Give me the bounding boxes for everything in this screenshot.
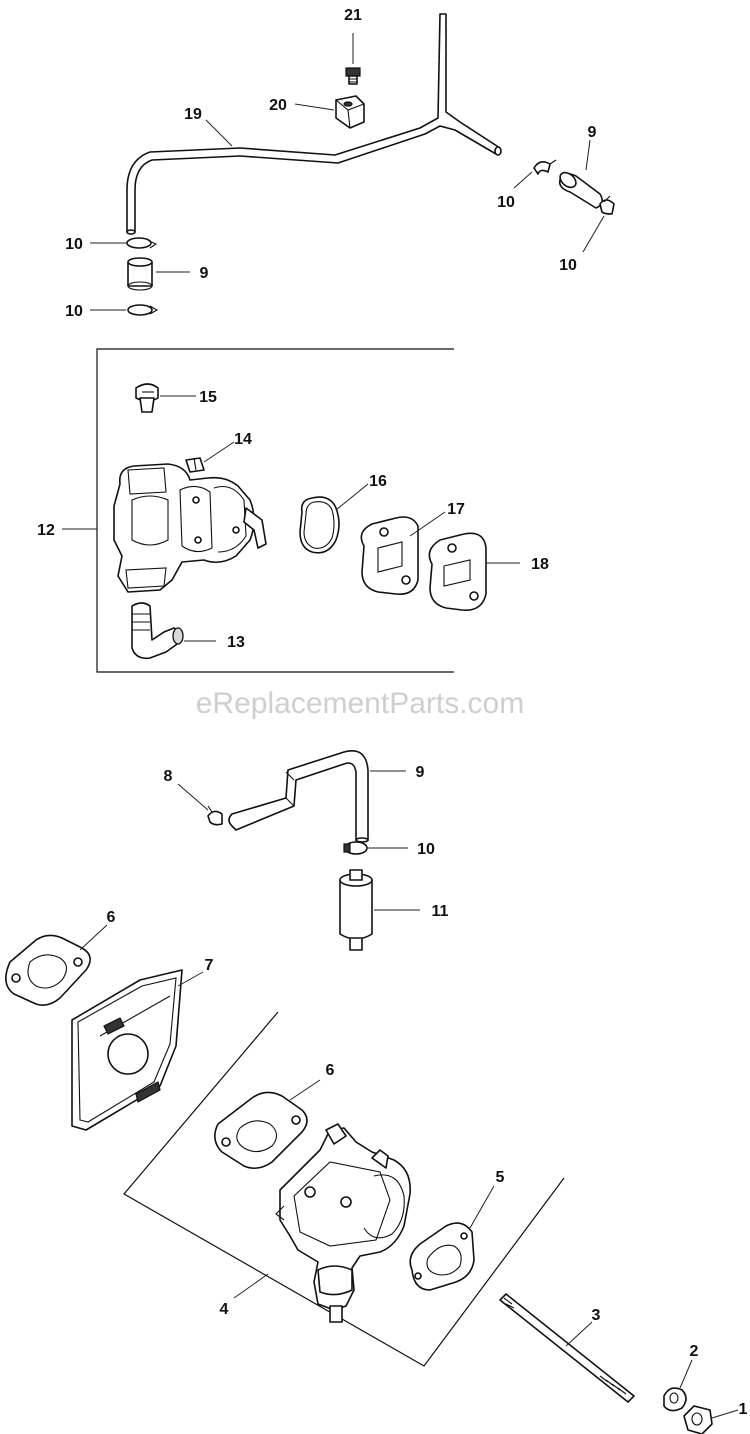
callout-1: 1 [739,1401,748,1418]
hose-9-left [127,257,153,291]
carburetor-body [275,1123,411,1323]
callout-8: 8 [164,768,173,785]
fuel-hose-9 [228,750,369,843]
callout-3: 3 [592,1307,601,1324]
gasket-6-right [214,1091,308,1170]
callout-11: 11 [432,903,449,920]
hose-clamp-left-bottom [127,304,159,316]
kit-frame-12 [96,348,454,673]
fuel-pump-body [113,463,267,593]
gasket-5 [409,1222,475,1291]
clamp-10-filter [343,841,368,855]
callout-14: 14 [234,431,252,448]
gasket-16 [299,496,340,554]
callout-9-middle: 9 [416,764,425,781]
nut-1 [683,1405,713,1434]
leader-lines [62,33,739,1419]
gasket-6-left [5,934,91,1006]
callout-18: 18 [531,556,549,573]
fuel-line-19 [126,13,502,235]
callout-15: 15 [199,389,217,406]
clamp-20 [335,95,365,129]
fitting-15 [135,383,159,413]
fuel-filter-11 [339,869,373,951]
callout-10-top-right-b: 10 [559,257,577,274]
screw-21 [345,67,361,85]
callout-19: 19 [184,106,202,123]
callout-6-right: 6 [326,1062,335,1079]
kit-frame-4 [123,1011,565,1367]
washer-2 [663,1387,687,1412]
callout-2: 2 [690,1343,699,1360]
callout-4: 4 [220,1301,229,1318]
gasket-18 [428,532,487,611]
callout-9-top-right: 9 [588,124,597,141]
callout-13: 13 [227,634,245,651]
hose-clamp-right-a [533,159,557,175]
elbow-fitting-13 [131,602,184,660]
hose-clamp-right-b [599,195,615,215]
callout-10-left-bottom: 10 [65,303,83,320]
clamp-8 [207,805,223,826]
callout-12: 12 [37,522,55,539]
callout-10-left-top: 10 [65,236,83,253]
baffle-plate-7 [71,969,183,1131]
callout-16: 16 [369,473,387,490]
callout-9-left: 9 [200,265,209,282]
callout-labels: 21 20 19 9 10 10 10 9 10 15 14 12 16 17 … [37,7,747,1418]
callout-17: 17 [447,501,465,518]
gasket-17 [360,516,419,596]
stud-3 [499,1293,635,1403]
hose-9-right [558,171,604,209]
callout-10-top-right-a: 10 [497,194,515,211]
callout-5: 5 [496,1169,505,1186]
callout-10-middle: 10 [417,841,435,858]
callout-21: 21 [344,7,362,24]
callout-20: 20 [269,97,287,114]
screw-14 [185,457,205,473]
callout-7: 7 [205,957,214,974]
hose-clamp-left-top [126,237,158,249]
callout-6-left: 6 [107,909,116,926]
watermark-text: eReplacementParts.com [196,687,524,720]
